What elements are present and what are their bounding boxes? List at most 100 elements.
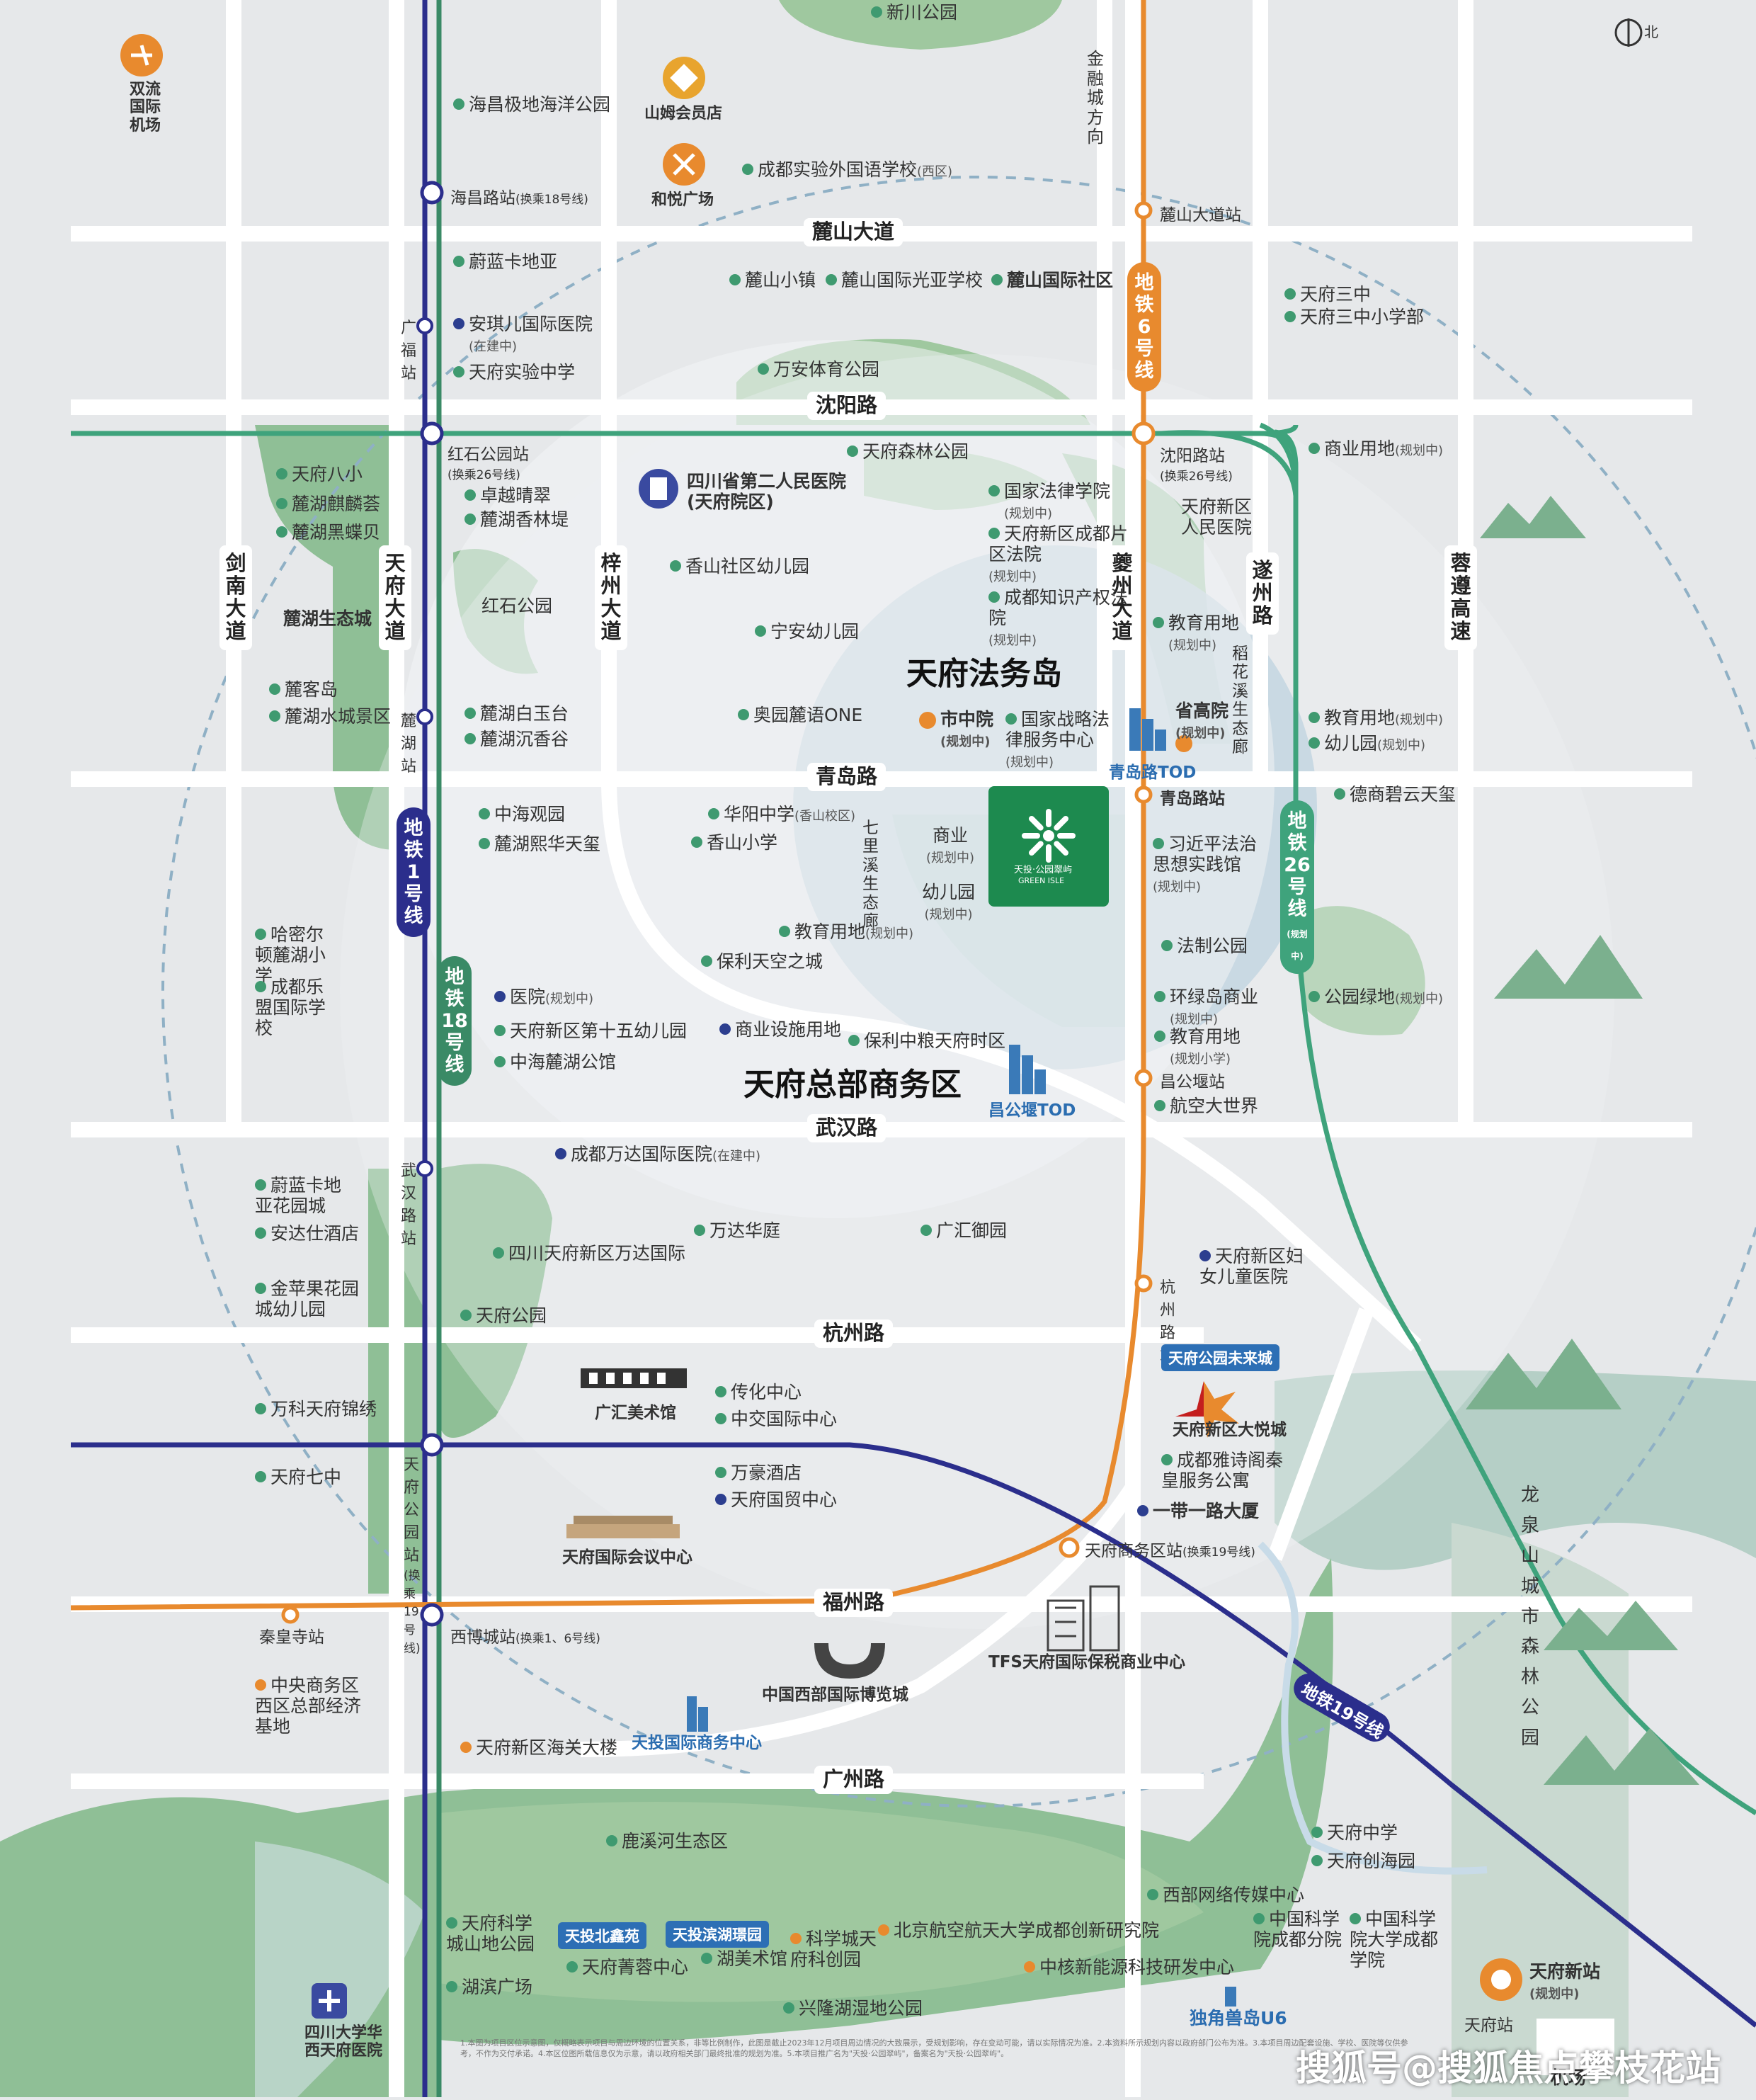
poi-guanghui-art: 广汇美术馆 [595,1404,676,1422]
project-name: 天投·公园翠屿 [1014,865,1073,875]
poi-ring-comm: 环绿岛商业(规划中) [1154,987,1258,1028]
poi-daohua-eco: 稻花溪生态廊 [1232,645,1248,757]
poi-poly-sky: 保利天空之城 [701,951,823,972]
poi-tianfu-guomao: 天府国贸中心 [715,1489,837,1511]
disclaimer-text: 1.本图为项目区位示意图，仅概略表示项目与周边环境的位置关系，非等比例制作，此图… [460,2038,1408,2058]
poi-lushan-guangya: 麓山国际光亚学校 [826,270,983,291]
station-qinhuangsi: 秦皇寺站 [259,1628,324,1647]
poi-tfs: TFS天府国际保税商业中心 [988,1653,1185,1672]
poi-tianfu-chuanghai: 天府创海园 [1311,1851,1415,1872]
station-xibo: 西博城站(换乘1、6号线) [450,1628,600,1647]
station-lushandadao: 麓山大道站 [1160,206,1241,225]
area-longquan: 龙泉山城市森林公园 [1521,1485,1540,1749]
poi-vanke-jinxiu: 万科天府锦绣 [255,1399,377,1420]
poi-sichuan-wanda: 四川天府新区万达国际 [493,1243,685,1264]
metro-line18-badge: 地铁18号线 [438,956,472,1086]
metro-line1-badge: 地铁1号线 [397,807,431,938]
poi-leshen: 成都乐盟国际学校 [255,977,326,1038]
station-tianfupark: 天府公园站(换乘19号线) [404,1456,421,1656]
metro-line6-badge: 地铁6号线 [1127,262,1161,392]
poi-heyue: 和悦广场 [651,191,714,209]
station-tianfuzhan: 天府站 [1464,2016,1513,2035]
poi-zhuoyue: 卓越晴翠 [464,485,551,506]
poi-luxi-eco: 鹿溪河生态区 [606,1831,728,1852]
tag-tianfu-future: 天府公园未来城 [1161,1344,1279,1371]
area-zongbu: 天府总部商务区 [743,1067,962,1103]
watermark: 搜狐号@搜狐焦点攀枝花站 [1296,2048,1721,2089]
metro-line26-sub: (规划中) [1287,929,1308,962]
road-tianfu: 天府大道 [379,545,411,650]
station-haichang: 海昌路站(换乘18号线) [450,189,588,208]
poi-ip-court: 成都知识产权法院(规划中) [988,587,1129,648]
poi-xiangshan-kinder: 香山社区幼儿园 [670,556,809,577]
poi-jinpingguo: 金苹果花园城幼儿园 [255,1278,360,1319]
poi-women-hosp: 天府新区妇女儿童医院 [1199,1246,1304,1287]
poi-zhonghai-guanyuan: 中海观园 [479,804,565,825]
poi-hubin: 湖滨广场 [446,1977,532,1998]
poi-lukedao: 麓客岛 [269,679,338,700]
poi-tianfu-baxiao: 天府八小 [276,464,363,485]
poi-joycity: 天府新区大悦城 [1173,1421,1287,1439]
poi-luhu-shuicheng: 麓湖水城景区 [269,706,391,727]
poi-commercial-land: 商业用地(规划中) [1309,438,1443,460]
poi-city-court: 市中院(规划中) [940,709,994,749]
station-qingdaolu: 青岛路站 [1160,790,1225,808]
tod-tiantou-intl: 天投国际商务中心 [632,1734,762,1752]
poi-zhongjiao: 中交国际中心 [715,1409,837,1430]
poi-edu-land2: 教育用地(规划中) [1309,708,1443,729]
station-guangfu: 广福站 [401,319,417,382]
poi-kinder-land: 幼儿园(规划中) [1309,733,1425,754]
poi-luhu-xihua: 麓湖熙华天玺 [479,834,600,855]
poi-sichuan-hosp2: 四川省第二人民医院(天府院区) [687,471,847,512]
metro-line26-label: 地铁26号线 [1284,810,1311,921]
poi-xinchuan: 新川公园 [871,2,957,23]
compass-label: 北 [1644,23,1658,40]
poi-court-chengdu: 天府新区成都片区法院(规划中) [988,523,1129,584]
poi-shuangliu: 双流国际机场 [129,81,161,135]
poi-media-center: 传化中心 [715,1382,802,1403]
poi-yidaiyilu: 一带一路大厦 [1137,1501,1259,1522]
road-guangzhou: 广州路 [814,1766,894,1794]
area-luhu-eco: 麓湖生态城 [283,608,372,629]
road-hangzhou: 杭州路 [814,1319,894,1348]
road-rongzun: 蓉遵高速 [1444,545,1477,650]
poi-sci-museum: 科学城天府科创园 [790,1929,877,1970]
poi-haichang-park: 海昌极地海洋公园 [453,94,610,115]
road-suizhou: 遂州路 [1246,552,1279,635]
poi-tianfu-middle: 天府中学 [1311,1822,1398,1844]
poi-edu-land1: 教育用地(规划中) [1153,613,1239,654]
jinrongcheng-direction: 金融城方向 [1087,49,1104,147]
poi-tianfu-shiyan: 天府实验中学 [453,362,575,383]
poi-cas-branch: 中国科学院成都分院 [1253,1909,1342,1950]
poi-lushan-community: 麓山国际社区 [991,270,1113,291]
poi-xi-museum: 习近平法治思想实践馆(规划中) [1153,834,1258,895]
poi-weilanka-garden: 蔚蓝卡地亚花园城 [255,1175,342,1216]
poi-andasi: 安达仕酒店 [255,1223,359,1244]
poi-tianfu-sanzhong-xiao: 天府三中小学部 [1284,307,1424,328]
road-shenyang: 沈阳路 [807,392,886,420]
poi-huayang-middle: 华阳中学(香山校区) [708,804,855,825]
project-en: GREEN ISLE [1018,876,1065,885]
poi-xinglong: 兴隆湖湿地公园 [783,1998,923,2019]
poi-edu-land4: 教育用地(规划小学) [1154,1026,1241,1068]
poi-edu-land3: 教育用地(规划中) [779,921,913,943]
station-luhu: 麓湖站 [401,713,417,776]
poi-unicorn: 独角兽岛U6 [1190,2008,1287,2028]
road-fuzhou: 福州路 [814,1589,894,1617]
poi-wanan-stadium: 万安体育公园 [758,359,879,380]
poi-luhu-qilin: 麓湖麒麟荟 [276,494,380,515]
poi-anqier: 安琪儿国际医院(在建中) [453,314,593,356]
poi-tianfu-new-station: 天府新站(规划中) [1529,1961,1601,2002]
poi-hongshi-park: 红石公园 [481,596,553,616]
poi-luhu-chenxiang: 麓湖沉香谷 [464,729,569,750]
poi-scu-hosp: 四川大学华西天府医院 [304,2024,383,2060]
poi-luhu-baiyu: 麓湖白玉台 [464,703,569,725]
poi-comm-facility: 商业设施用地 [719,1019,841,1040]
poi-zhonghai-lugong: 中海麓湖公馆 [494,1052,616,1073]
station-wuhanlu: 武汉路站 [401,1162,417,1248]
poi-tianfu-forest: 天府森林公园 [847,441,969,462]
poi-tianfu-airport: 机场 [1551,2067,1587,2088]
poi-media-center-west: 西部网络传媒中心 [1147,1885,1304,1906]
